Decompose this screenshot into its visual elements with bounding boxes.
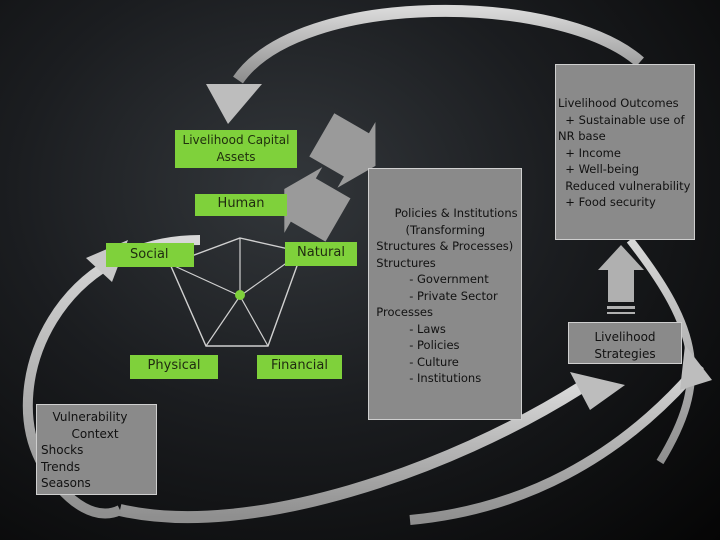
arrow-assets-to-policies — [309, 113, 376, 188]
arrow-stripe — [607, 306, 635, 309]
arrow-strategies-to-outcomes — [598, 245, 644, 302]
asset-human: Human — [195, 194, 287, 216]
arrow-policies-to-assets — [284, 167, 351, 242]
arc-lower-right — [409, 361, 704, 525]
vulnerability-context: Vulnerability Context Shocks Trends Seas… — [36, 404, 157, 495]
arrow-stripe — [607, 312, 635, 314]
asset-social: Social — [106, 243, 194, 267]
asset-natural: Natural — [285, 242, 357, 266]
livelihood-strategies: Livelihood Strategies — [568, 322, 682, 364]
feedback-arc-top-head — [206, 84, 262, 124]
livelihood-outcomes: Livelihood Outcomes + Sustainable use of… — [555, 64, 695, 240]
asset-physical: Physical — [130, 355, 218, 379]
pentagon-center-dot — [235, 290, 245, 300]
arc-bottom-head — [570, 372, 625, 410]
arc-bottom — [118, 382, 584, 524]
capital-assets-title: Livelihood Capital Assets — [175, 130, 297, 168]
asset-financial: Financial — [257, 355, 342, 379]
arc-lower-right-head — [680, 345, 712, 390]
policies-institutions: Policies & Institutions (Transforming St… — [368, 168, 522, 420]
feedback-arc-top — [233, 4, 644, 84]
